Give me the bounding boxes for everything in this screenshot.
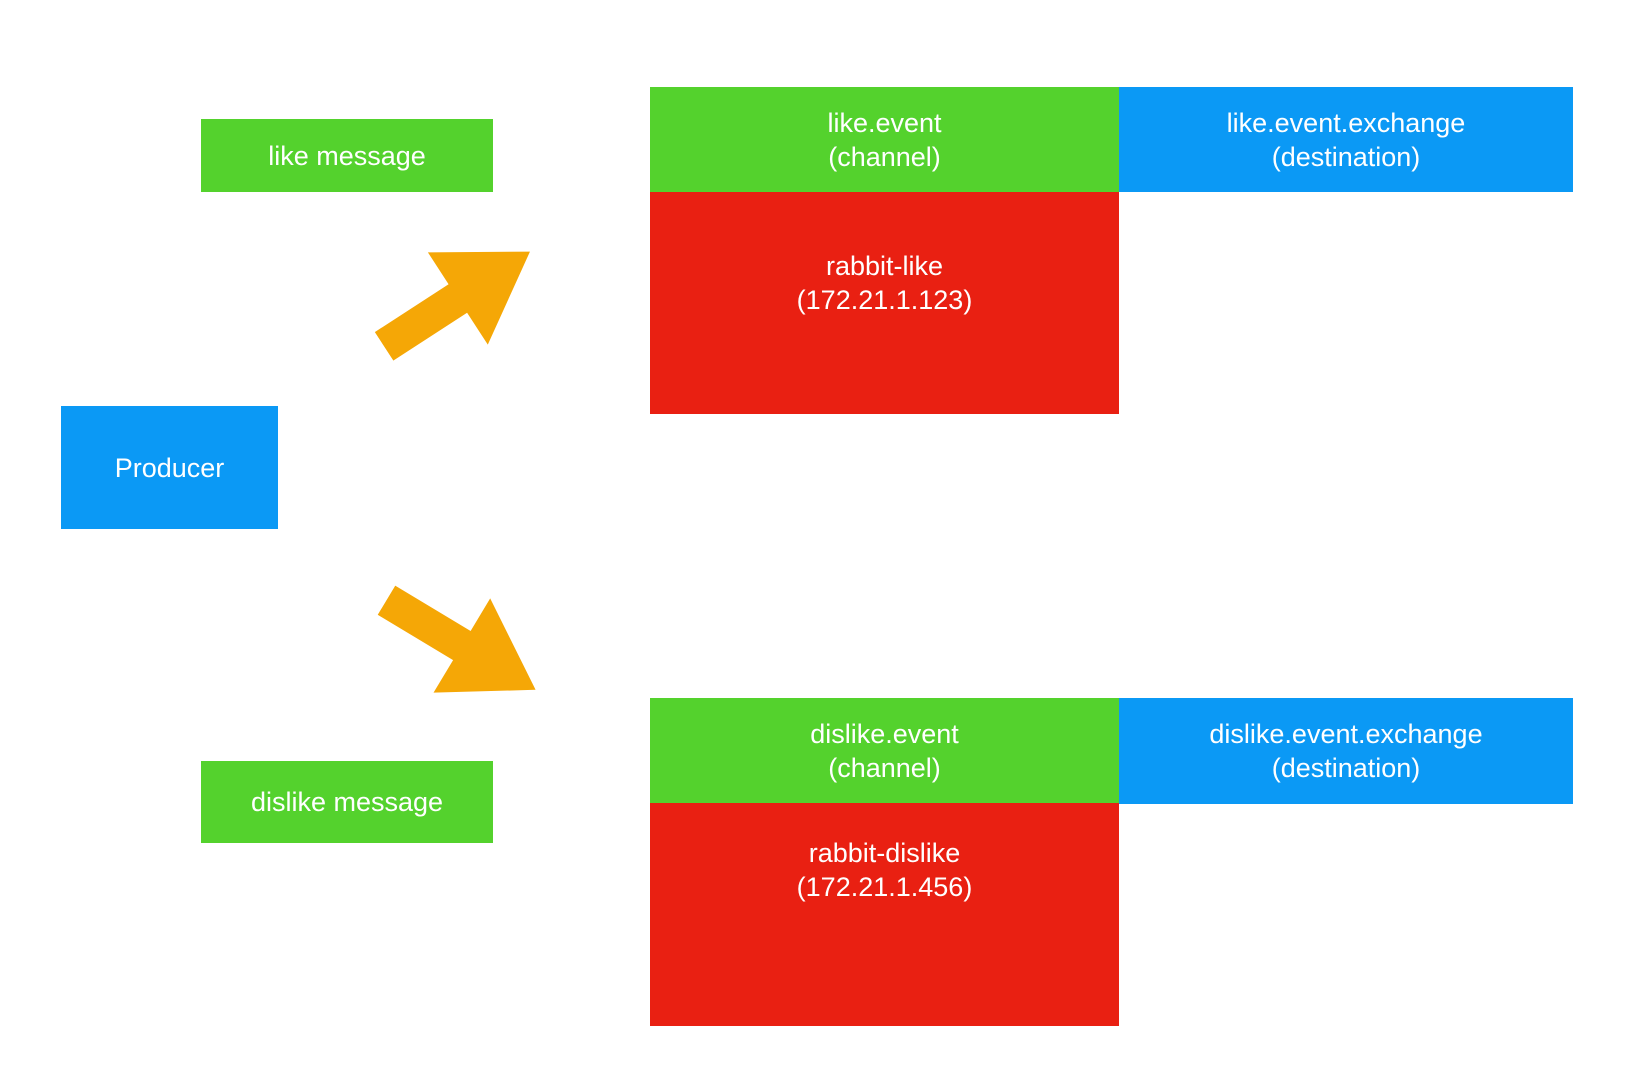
dislike-channel-box: dislike.event (channel) xyxy=(650,698,1119,803)
like-channel-box: like.event (channel) xyxy=(650,87,1119,192)
dislike-exchange-box: dislike.event.exchange (destination) xyxy=(1119,698,1573,804)
dislike-message-box: dislike message xyxy=(201,761,493,843)
like-exchange-box: like.event.exchange (destination) xyxy=(1119,87,1573,192)
like-exchange-role: (destination) xyxy=(1271,141,1421,172)
like-channel-name: like.event xyxy=(827,107,942,138)
arrow-down-right-icon xyxy=(357,551,565,738)
producer-box: Producer xyxy=(61,406,278,529)
arrow-up-right-icon xyxy=(353,204,561,394)
like-broker-name: rabbit-like xyxy=(825,251,944,281)
like-broker-ip: (172.21.1.123) xyxy=(796,285,973,315)
like-message-box: like message xyxy=(201,119,493,192)
like-channel-role: (channel) xyxy=(828,141,941,172)
dislike-broker-ip: (172.21.1.456) xyxy=(796,871,973,902)
dislike-broker-box: rabbit-dislike (172.21.1.456) xyxy=(650,803,1119,1026)
like-broker-box: rabbit-like (172.21.1.123) xyxy=(650,192,1119,414)
dislike-channel-name: dislike.event xyxy=(810,718,959,749)
producer-label: Producer xyxy=(114,452,225,483)
dislike-channel-role: (channel) xyxy=(828,752,941,783)
dislike-exchange-role: (destination) xyxy=(1271,753,1421,783)
dislike-broker-name: rabbit-dislike xyxy=(808,837,961,868)
like-exchange-name: like.event.exchange xyxy=(1226,107,1466,138)
dislike-message-label: dislike message xyxy=(250,787,444,817)
like-message-label: like message xyxy=(268,140,426,171)
dislike-exchange-name: dislike.event.exchange xyxy=(1209,719,1483,749)
